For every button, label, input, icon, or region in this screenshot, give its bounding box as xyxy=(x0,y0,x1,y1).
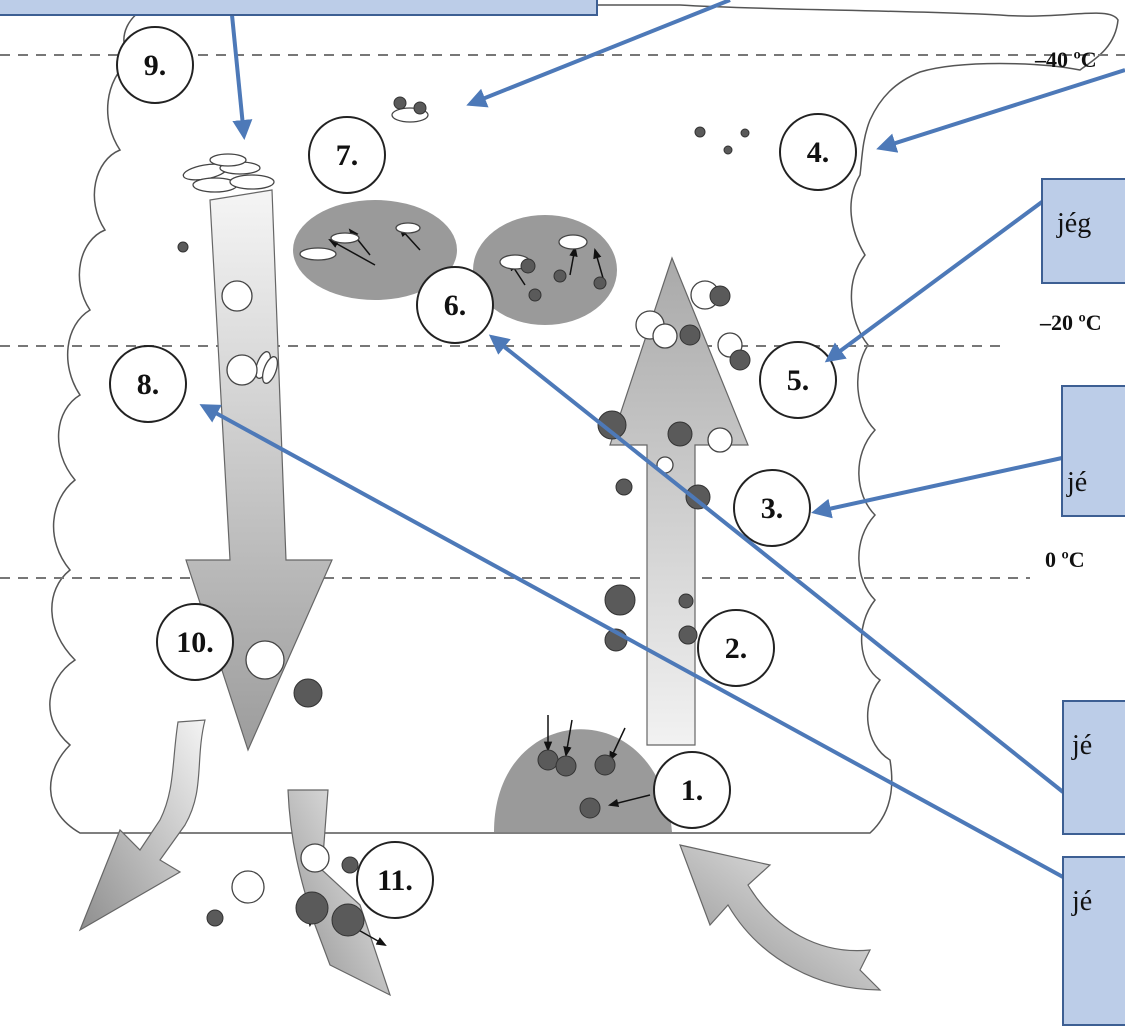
leader-to-8 xyxy=(199,404,1064,879)
svg-text:11.: 11. xyxy=(377,864,413,897)
leader-to-4 xyxy=(876,68,1125,153)
precipitation-shaft xyxy=(287,789,392,997)
step-circle-8: 8. xyxy=(109,345,187,423)
callout-leader-arrows xyxy=(199,0,1125,879)
temp-label-minus-40: –40 ºC xyxy=(1034,47,1097,72)
step-circle-1: 1. xyxy=(653,751,731,829)
step-circle-6: 6. xyxy=(416,266,494,344)
svg-text:4.: 4. xyxy=(807,136,830,169)
svg-text:5.: 5. xyxy=(787,364,810,397)
callout-step-8-text: jé xyxy=(1072,886,1093,917)
svg-text:6.: 6. xyxy=(444,289,467,322)
leader-to-3 xyxy=(811,456,1063,519)
svg-text:9.: 9. xyxy=(144,49,167,82)
precipitation-particles-dark xyxy=(177,96,751,937)
cloud-droplets-white xyxy=(221,280,743,904)
step-circle-2: 2. xyxy=(697,609,775,687)
callout-step-6-text: jé xyxy=(1072,730,1093,761)
step-circle-4: 4. xyxy=(779,113,857,191)
svg-text:10.: 10. xyxy=(176,626,214,659)
step-circle-10: 10. xyxy=(156,603,234,681)
step-circle-9: 9. xyxy=(116,26,194,104)
callout-step-3-text: jé xyxy=(1067,467,1088,498)
riming-zone-right xyxy=(473,215,617,325)
callout-step-3: jé xyxy=(1061,385,1125,517)
svg-text:7.: 7. xyxy=(336,139,359,172)
leader-to-6 xyxy=(488,334,1065,794)
inflow-arrow-right xyxy=(679,844,882,991)
step-circle-5: 5. xyxy=(759,341,837,419)
cloud-base-zone xyxy=(494,729,672,832)
step-circle-11: 11. xyxy=(356,841,434,919)
svg-text:1.: 1. xyxy=(681,774,704,807)
callout-step-5-text: jég xyxy=(1057,208,1092,239)
leader-to-9 xyxy=(230,14,253,140)
ice-crystals xyxy=(182,107,588,384)
step-circle-7: 7. xyxy=(308,116,386,194)
step-circle-3: 3. xyxy=(733,469,811,547)
callout-step-5: jég xyxy=(1041,178,1125,284)
callout-step-8: jé xyxy=(1062,856,1125,1026)
temp-label-minus-20: –20 ºC xyxy=(1039,310,1102,335)
svg-text:3.: 3. xyxy=(761,492,784,525)
leader-to-7 xyxy=(466,0,731,108)
callout-top-left xyxy=(0,0,598,16)
leader-to-5 xyxy=(824,194,1052,363)
updraft-arrow xyxy=(609,256,749,746)
downdraft-arrow xyxy=(185,189,333,752)
callout-step-6: jé xyxy=(1062,700,1125,835)
svg-text:8.: 8. xyxy=(137,368,160,401)
temp-label-zero: 0 ºC xyxy=(1045,547,1085,572)
outflow-arrow-left xyxy=(78,719,206,932)
svg-text:2.: 2. xyxy=(725,632,748,665)
